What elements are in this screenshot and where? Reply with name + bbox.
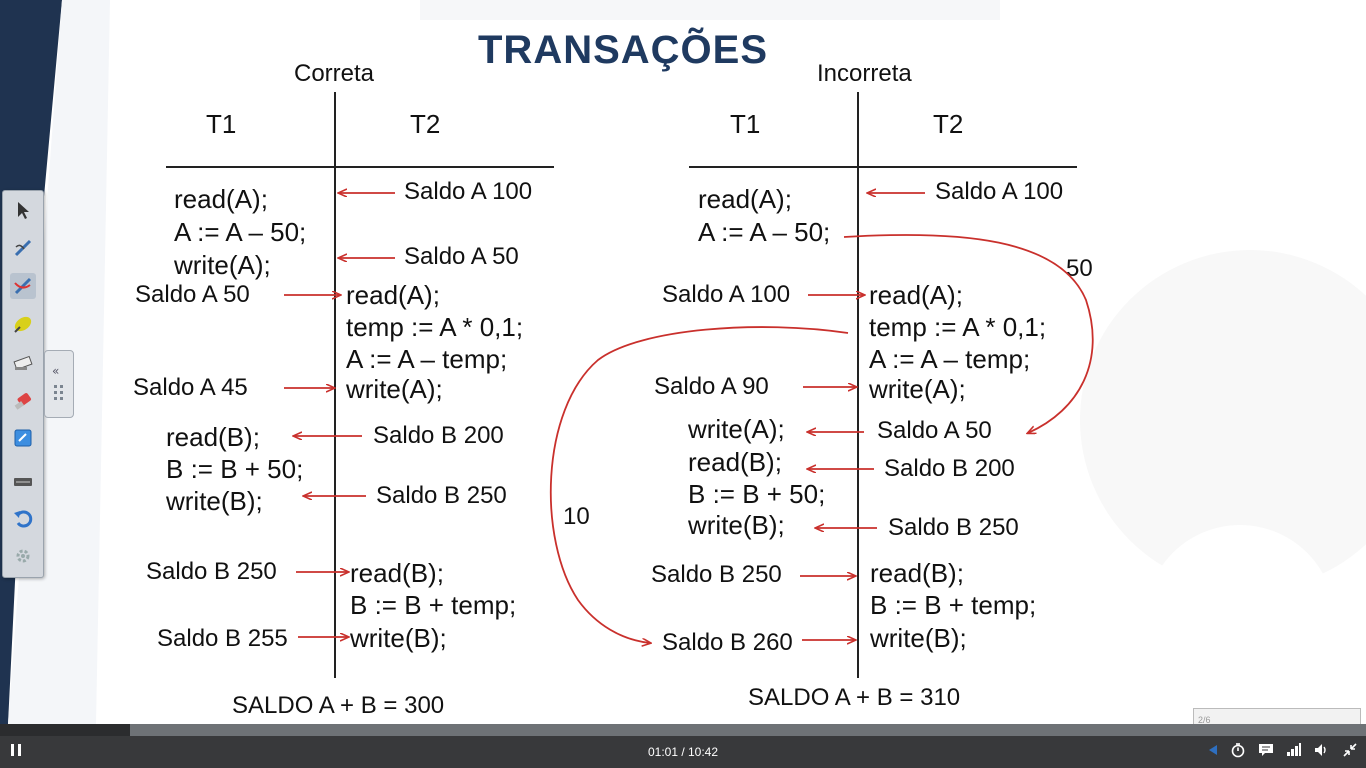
balance-label: Saldo B 200 [884, 455, 1015, 482]
balance-label: Saldo A 100 [404, 178, 533, 205]
balance-label: Saldo B 250 [651, 561, 782, 588]
clear-icon[interactable] [10, 387, 36, 413]
code-line: B := B + 50; [166, 454, 304, 484]
balance-label: Saldo A 45 [133, 374, 248, 401]
code-line: read(B); [166, 422, 260, 452]
code-line: read(B); [870, 558, 964, 588]
balance-label: Saldo A 50 [135, 281, 250, 308]
balance-label: Saldo B 250 [376, 482, 507, 509]
balance-label: Saldo A 50 [404, 243, 519, 270]
eraser-icon[interactable] [10, 349, 36, 375]
code-line: A := A – temp; [346, 344, 508, 374]
presentation-slide: TRANSAÇÕES Correta T1 T2 read(A); A := A… [0, 0, 1366, 724]
timer-icon[interactable] [1228, 740, 1248, 760]
curve-label-10: 10 [563, 503, 590, 530]
settings-icon[interactable] [10, 543, 36, 569]
keyboard-icon[interactable] [10, 469, 36, 495]
code-line: read(B); [688, 447, 782, 477]
code-line: read(A); [346, 280, 440, 310]
balance-label: Saldo A 90 [654, 373, 769, 400]
pause-icon[interactable] [6, 740, 26, 760]
previous-slide-icon[interactable] [1205, 740, 1225, 760]
pen-icon[interactable] [10, 235, 36, 261]
code-line: write(B); [350, 623, 447, 653]
header-t2-left: T2 [410, 109, 441, 139]
code-line: write(B); [688, 510, 785, 540]
progress-bar[interactable] [0, 724, 1366, 736]
caption-correta: Correta [294, 60, 375, 87]
code-line: B := B + 50; [688, 479, 826, 509]
progress-fill [0, 724, 130, 736]
svg-text:«: « [52, 364, 59, 378]
code-line: write(B); [870, 623, 967, 653]
code-line: read(A); [869, 280, 963, 310]
balance-label: Saldo B 260 [662, 629, 793, 656]
time-display: 01:01 / 10:42 [647, 745, 719, 759]
balance-label: Saldo B 200 [373, 422, 504, 449]
code-line: write(B); [166, 486, 263, 516]
highlighter-pen-icon[interactable] [10, 273, 36, 299]
total-correta: SALDO A + B = 300 [232, 692, 445, 719]
slide-title: TRANSAÇÕES [478, 28, 769, 72]
cursor-icon[interactable] [10, 197, 36, 223]
code-line: A := A – 50; [698, 217, 831, 247]
code-line: write(A); [346, 374, 443, 404]
code-line: B := B + temp; [350, 590, 517, 620]
code-line: temp := A * 0,1; [869, 312, 1047, 342]
balance-label: Saldo A 50 [877, 417, 992, 444]
code-line: read(A); [698, 184, 792, 214]
code-line: temp := A * 0,1; [346, 312, 524, 342]
code-line: write(A); [174, 250, 271, 280]
balance-label: Saldo B 250 [888, 514, 1019, 541]
balance-label: Saldo A 100 [935, 178, 1064, 205]
whiteboard-icon[interactable] [10, 425, 36, 451]
caption-incorreta: Incorreta [817, 60, 912, 87]
header-t2-right: T2 [933, 109, 964, 139]
slide-counter: 2/6 [1198, 715, 1211, 725]
diagram-lines [166, 92, 1094, 678]
marker-icon[interactable] [10, 311, 36, 337]
volume-icon[interactable] [1312, 740, 1332, 760]
toolbar-collapse-button[interactable]: « [44, 350, 74, 418]
quality-icon[interactable] [1284, 740, 1304, 760]
code-line: write(A); [869, 374, 966, 404]
balance-label: Saldo B 255 [157, 625, 288, 652]
balance-label: Saldo A 100 [662, 281, 791, 308]
balance-label: Saldo B 250 [146, 558, 277, 585]
total-incorreta: SALDO A + B = 310 [748, 684, 961, 711]
code-line: A := A – 50; [174, 217, 307, 247]
code-line: read(B); [350, 558, 444, 588]
exit-fullscreen-icon[interactable] [1340, 740, 1360, 760]
header-t1-right: T1 [730, 109, 761, 139]
header-t1-left: T1 [206, 109, 237, 139]
code-line: A := A – temp; [869, 344, 1031, 374]
code-line: B := B + temp; [870, 590, 1037, 620]
code-line: write(A); [688, 414, 785, 444]
annotation-toolbar [2, 190, 44, 578]
code-line: read(A); [174, 184, 268, 214]
undo-icon[interactable] [10, 505, 36, 531]
captions-icon[interactable] [1256, 740, 1276, 760]
player-control-bar: 01:01 / 10:42 [0, 724, 1366, 768]
